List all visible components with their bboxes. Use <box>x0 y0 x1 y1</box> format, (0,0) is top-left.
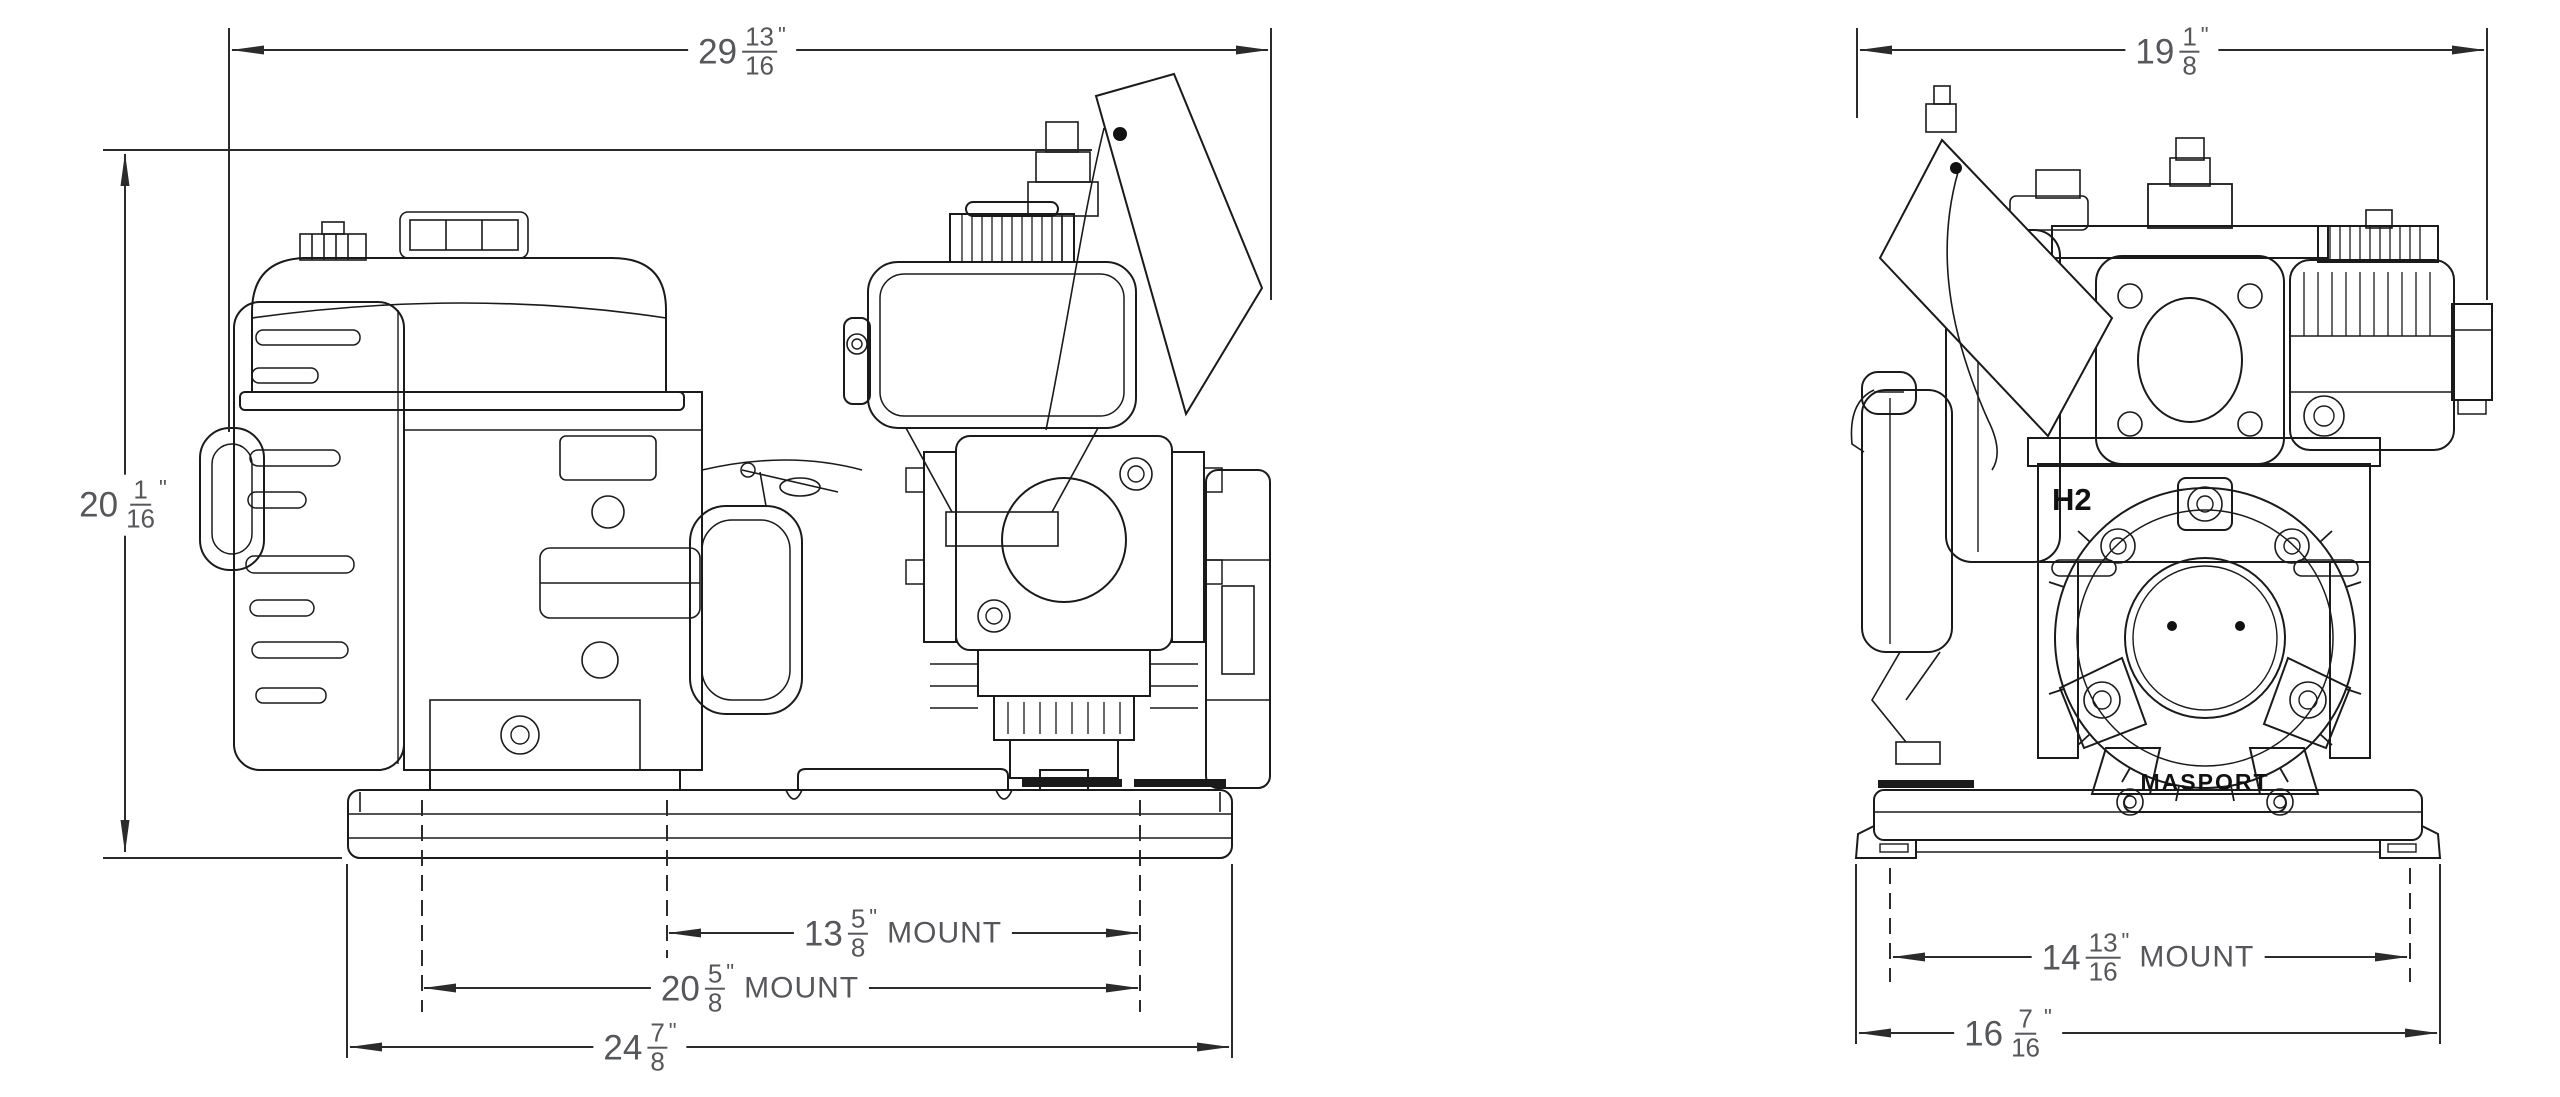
model-label: H2 <box>2052 482 2092 517</box>
pump-flange <box>905 435 1223 651</box>
air-cleaner <box>689 462 839 715</box>
muffler-end <box>2289 209 2493 451</box>
pump-side <box>843 121 1271 791</box>
engine-side <box>199 211 863 791</box>
muffler-box-side <box>1205 469 1271 789</box>
fuel-cap-small <box>299 221 367 261</box>
dimension-lines <box>103 28 2488 1058</box>
fuel-cap-large <box>399 211 529 259</box>
end-view: MASPORT H2 <box>1850 85 2493 859</box>
base-plate-side <box>347 768 1233 859</box>
rope-handle <box>199 427 265 571</box>
hang-tag-end <box>1878 85 2114 471</box>
oil-tank <box>843 201 1137 547</box>
brand-label: MASPORT <box>2141 769 2270 795</box>
pump-face: MASPORT H2 <box>2027 437 2381 816</box>
gear-housing <box>930 649 1198 791</box>
side-view <box>199 72 1271 859</box>
engine-flange <box>2095 255 2285 465</box>
hang-tag-side <box>1045 72 1264 431</box>
fuel-valve <box>1027 121 1099 262</box>
recoil-grille <box>245 329 361 704</box>
